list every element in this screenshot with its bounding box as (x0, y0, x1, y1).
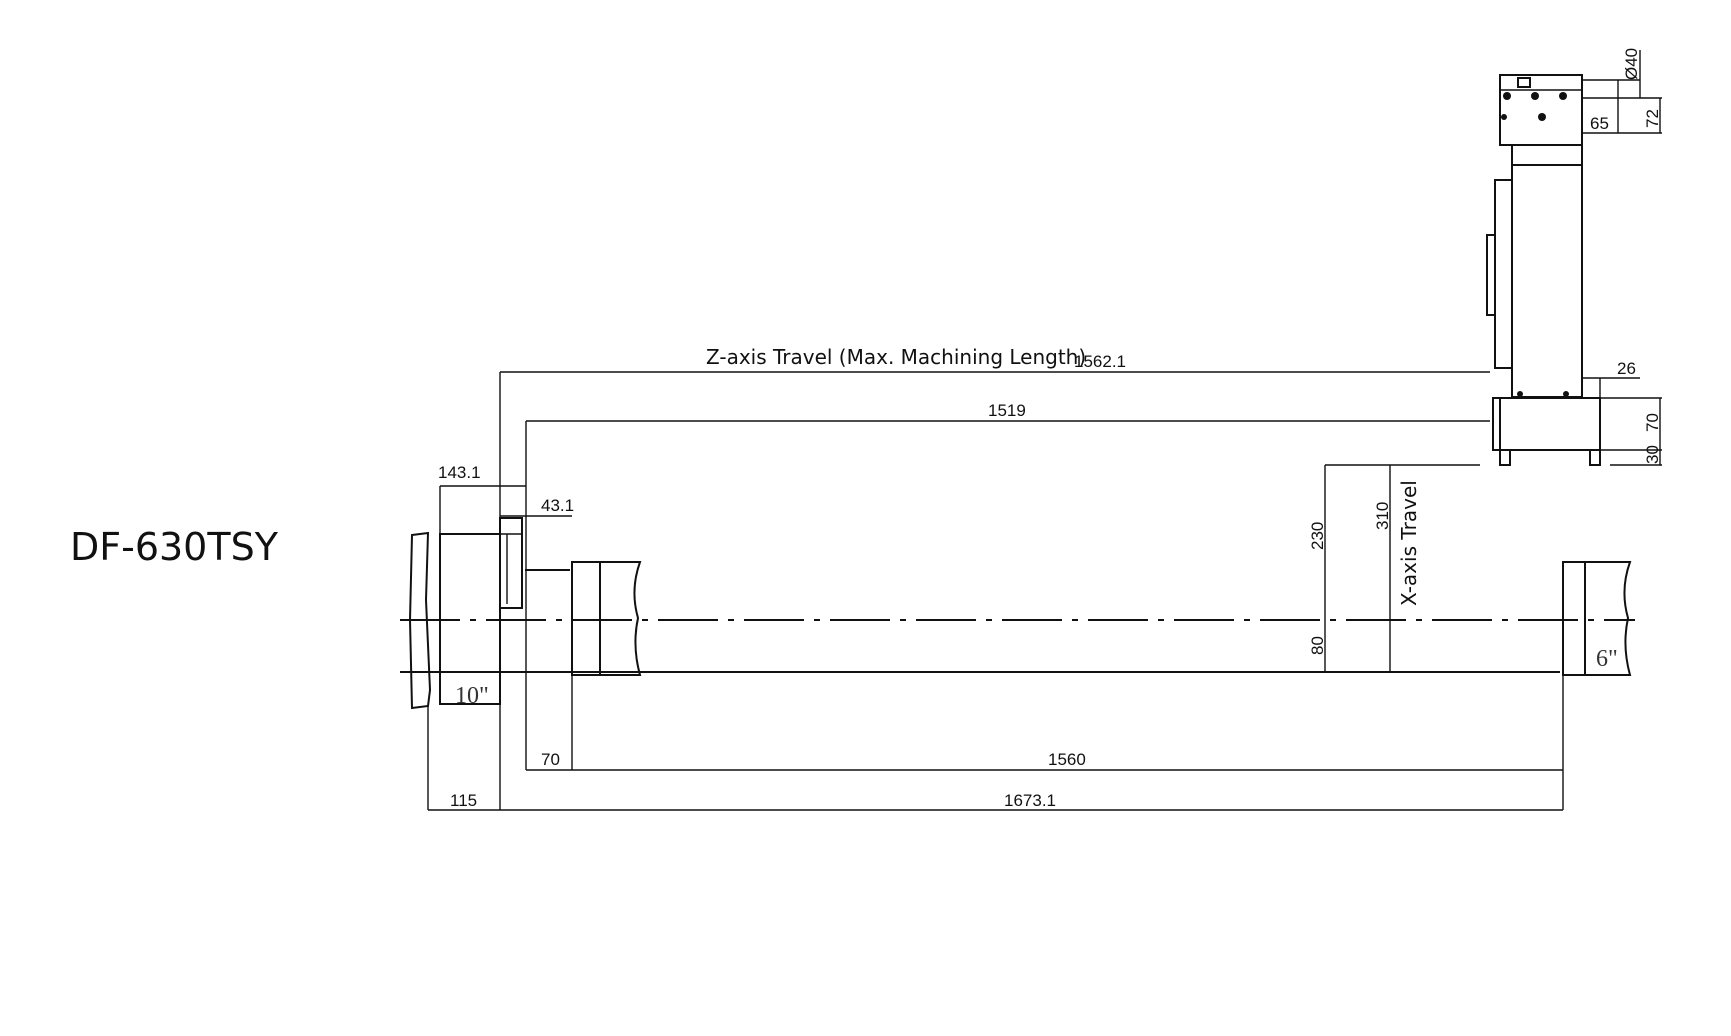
chuck-size-label: 10" (455, 683, 489, 709)
turret-tool-left (571, 561, 642, 676)
dim-65: 65 (1590, 114, 1609, 133)
turret-head (1486, 74, 1601, 466)
tailstock-quill (1562, 561, 1632, 676)
dim-z-travel: 1562.1 (1074, 352, 1126, 371)
dim-80: 80 (1308, 636, 1327, 655)
dim-diameter-40: Ø40 (1622, 48, 1641, 80)
chuck-body (408, 517, 523, 710)
dim-43-1: 43.1 (541, 496, 574, 515)
dim-30: 30 (1643, 445, 1662, 464)
dim-115: 115 (450, 791, 477, 810)
model-label: DF-630TSY (70, 525, 279, 569)
dim-1560: 1560 (1048, 750, 1086, 769)
dim-1519: 1519 (988, 401, 1026, 420)
dim-26: 26 (1617, 359, 1636, 378)
dim-70-right: 70 (1643, 413, 1662, 432)
tailstock-size-label: 6" (1596, 646, 1618, 672)
z-axis-travel-label: Z-axis Travel (Max. Machining Length) (706, 345, 1086, 369)
x-axis-travel-label: X-axis Travel (1397, 480, 1421, 606)
dim-230: 230 (1308, 522, 1327, 550)
dim-310: 310 (1373, 502, 1392, 530)
dim-143-1: 143.1 (438, 463, 481, 482)
dim-70-bottom: 70 (541, 750, 560, 769)
dim-72: 72 (1643, 109, 1662, 128)
dim-1673-1: 1673.1 (1004, 791, 1056, 810)
